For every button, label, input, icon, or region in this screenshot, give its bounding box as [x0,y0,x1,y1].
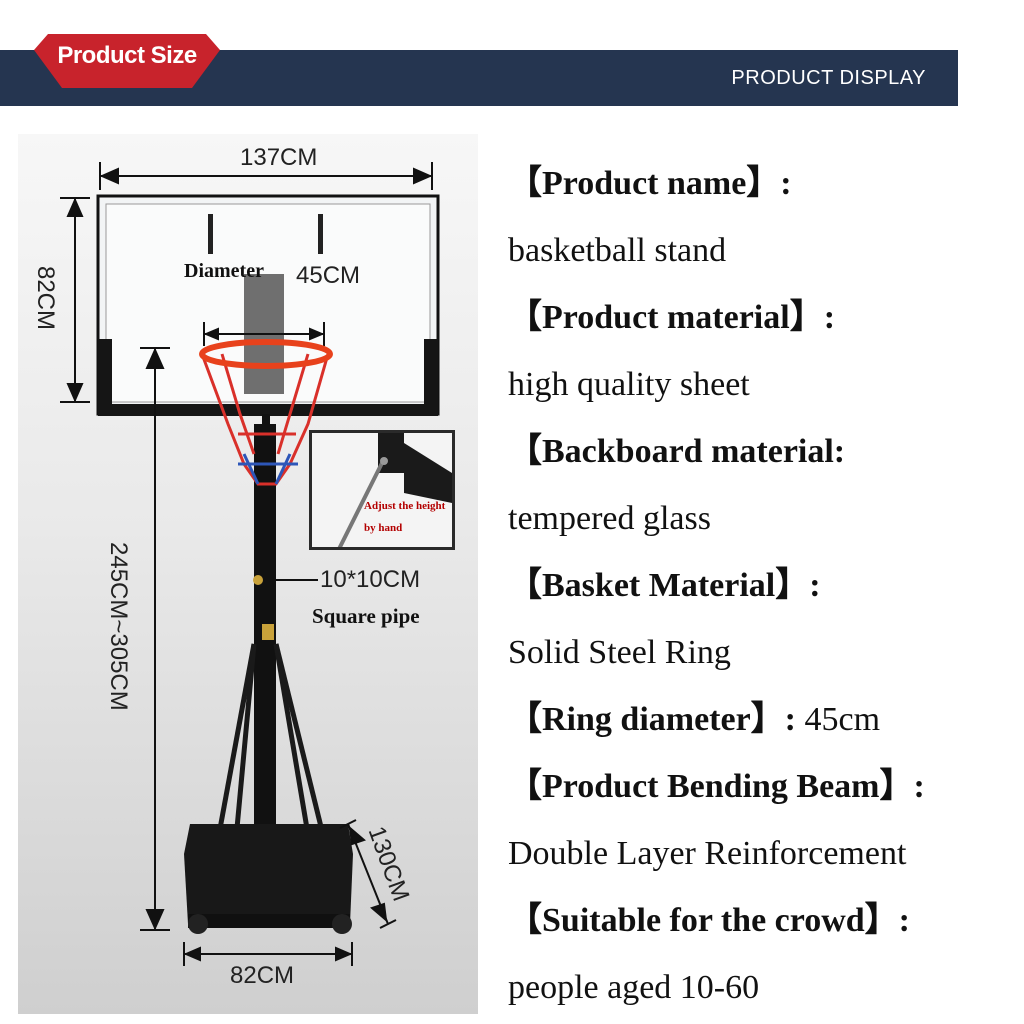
net [200,353,330,486]
spec-row: 【Basket Material】: [508,552,1008,619]
spec-row: tempered glass [508,485,1008,552]
total-height-label: 245CM~305CM [105,542,132,711]
diameter-arrow [203,322,325,346]
spec-value: basketball stand [508,232,727,269]
product-size-tag: Product Size [34,34,220,88]
spec-row: 【Backboard material: [508,418,1008,485]
spec-row: Double Layer Reinforcement [508,820,1008,887]
spec-row: 【Product Bending Beam】: [508,753,1008,820]
spec-heading: 【Suitable for the crowd】: [508,902,911,939]
spec-row: high quality sheet [508,351,1008,418]
inset-caption: Adjust the height by hand [364,500,446,534]
width-arrow [99,162,433,190]
pipe-size-label: 10*10CM [320,566,421,593]
base-depth-arrow [339,819,397,929]
base-width-arrow [183,942,353,966]
board-height-arrow [60,197,90,403]
spec-value: high quality sheet [508,366,750,403]
spec-heading: 【Backboard material: [508,433,846,470]
width-label: 137CM [240,144,318,171]
spec-heading: 【Ring diameter】: [508,701,797,738]
spec-row: 【Suitable for the crowd】: [508,887,1008,954]
tag-shape [34,34,220,88]
spec-heading: 【Product material】: [508,299,836,336]
height-adjust-inset: Adjust the height by hand [309,430,455,550]
base [184,824,353,934]
spec-list: 【Product name】: basketball stand 【Produc… [508,150,1008,1021]
spec-heading: 【Basket Material】: [508,567,821,604]
spec-heading: 【Product Bending Beam】: [508,768,925,805]
spec-value: Solid Steel Ring [508,634,731,671]
spec-row: Solid Steel Ring [508,619,1008,686]
spec-heading: 【Product name】: [508,165,792,202]
spec-value: Double Layer Reinforcement [508,835,907,872]
spec-value: tempered glass [508,500,711,537]
diameter-label: Diameter [184,260,264,282]
spec-row: 【Product material】: [508,284,1008,351]
height-adjust-detail [337,433,452,547]
spec-row: basketball stand [508,217,1008,284]
backboard [96,194,440,416]
spec-row: 【Product name】: [508,150,1008,217]
spec-value: 45cm [796,701,881,738]
base-width-label: 82CM [230,962,295,989]
spec-value: people aged 10-60 [508,969,760,1006]
banner-title: PRODUCT DISPLAY [731,67,926,89]
diameter-value: 45CM [296,262,361,289]
spec-row: 【Ring diameter】: 45cm [508,686,1008,753]
total-height-arrow [140,347,170,931]
board-height-label: 82CM [32,265,59,331]
pole [253,414,318,844]
pipe-label: Square pipe [312,604,420,628]
basketball-stand-illustration [60,162,440,966]
rim [199,339,333,369]
product-photo: 137CM 82CM Diameter 45CM 245CM~305CM 10*… [18,134,478,1014]
tag-label: Product Size [57,42,197,69]
spec-row: people aged 10-60 [508,954,1008,1021]
